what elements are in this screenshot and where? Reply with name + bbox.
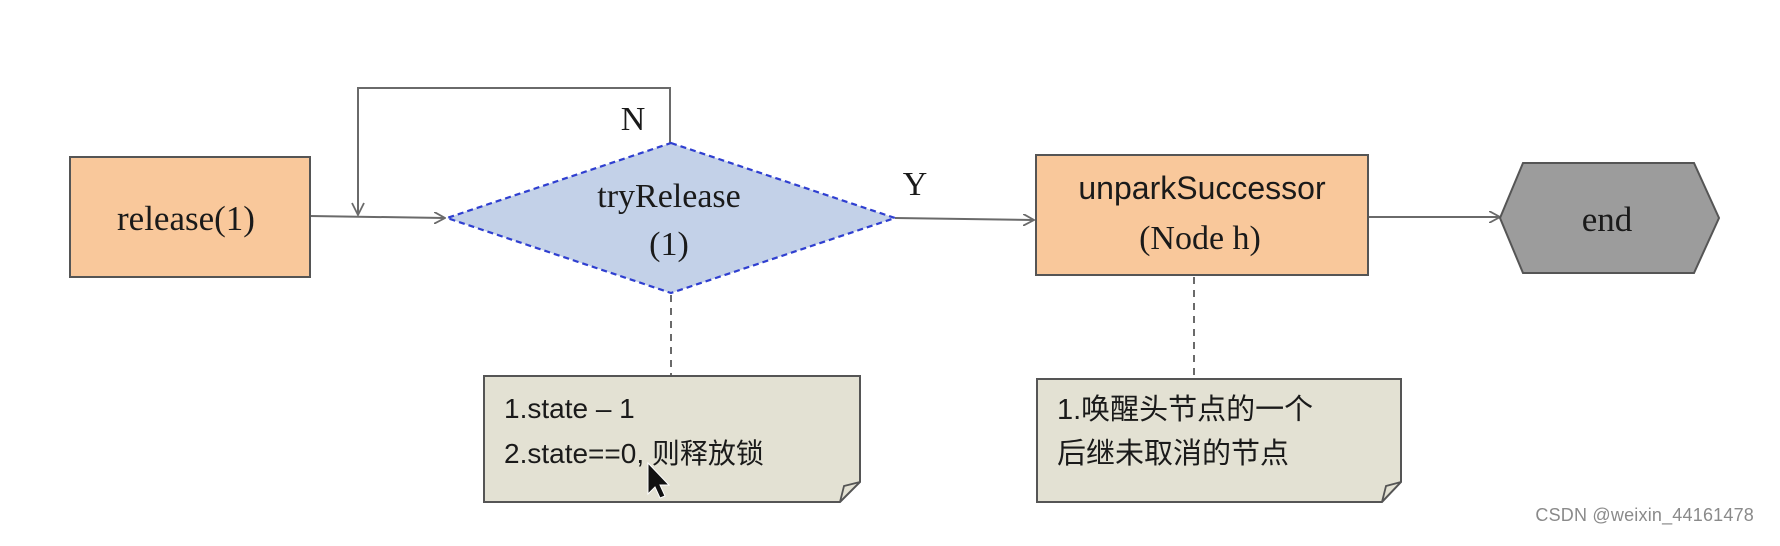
try-release-decision: tryRelease (1) (443, 141, 899, 295)
loop-back-arrowhead (351, 202, 365, 218)
unpark-successor-label-line1: unparkSuccessor (1078, 170, 1326, 206)
no-branch-label: N (621, 101, 646, 138)
release-to-tryrelease-connector (309, 216, 445, 218)
csdn-watermark: CSDN @weixin_44161478 (1535, 505, 1754, 525)
tryrelease-to-unpark-connector (894, 218, 1034, 220)
loop-back-connector (357, 87, 671, 215)
unpark-successor-note-line2: 后继未取消的节点 (1057, 437, 1289, 470)
unpark-successor-node: unparkSuccessor (Node h) (1035, 154, 1369, 276)
end-node: end (1498, 162, 1721, 274)
release-node-label: release(1) (117, 199, 255, 238)
release-node: release(1) (69, 156, 311, 278)
try-release-note-line1: 1.state – 1 (504, 393, 635, 424)
mouse-cursor-icon (647, 461, 671, 499)
unpark-successor-label-line2: (Node h) (1139, 220, 1261, 257)
end-node-label: end (1582, 200, 1633, 239)
try-release-label-line2: (1) (649, 226, 689, 263)
try-release-note: 1.state – 1 2.state==0, 则释放锁 (483, 375, 861, 503)
unpark-successor-note-line1: 1.唤醒头节点的一个 (1057, 393, 1313, 426)
try-release-label-line1: tryRelease (597, 178, 741, 215)
try-release-note-line2: 2.state==0, 则释放锁 (504, 438, 764, 469)
yes-branch-label: Y (903, 166, 928, 203)
unpark-successor-note: 1.唤醒头节点的一个 后继未取消的节点 (1036, 378, 1402, 503)
